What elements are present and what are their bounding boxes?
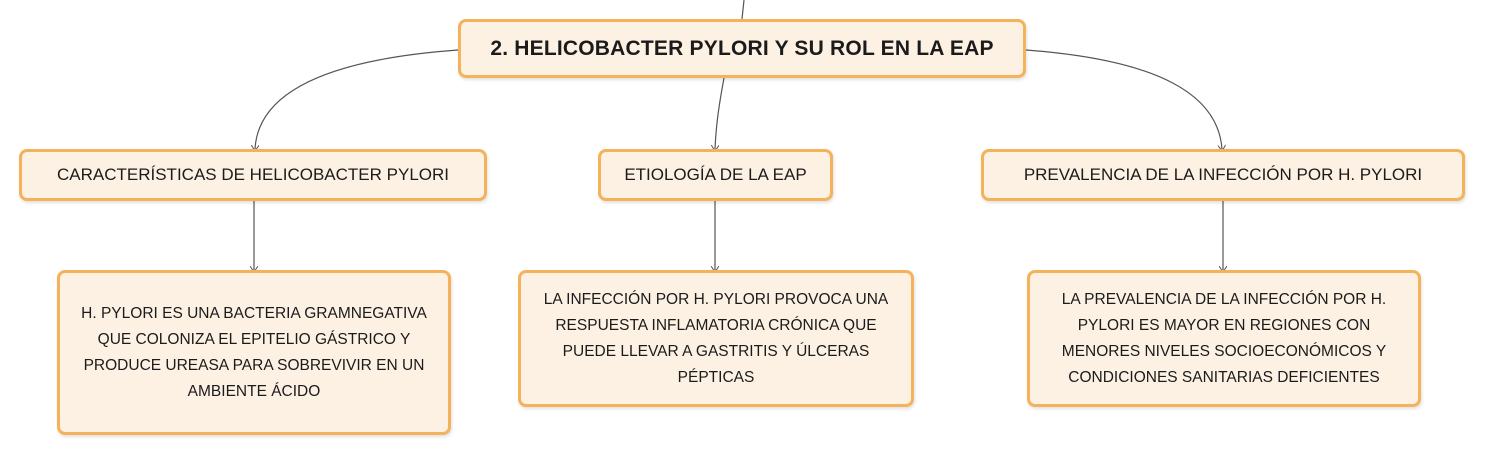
connector-root-to-branch-1 bbox=[255, 49, 459, 149]
detail-caracteristicas[interactable]: H. PYLORI ES UNA BACTERIA GRAMNEGATIVA Q… bbox=[57, 270, 451, 435]
connector-root-to-branch-3 bbox=[1025, 49, 1222, 149]
detail-etiologia[interactable]: LA INFECCIÓN POR H. PYLORI PROVOCA UNA R… bbox=[518, 270, 914, 407]
branch-prevalencia[interactable]: PREVALENCIA DE LA INFECCIÓN POR H. PYLOR… bbox=[981, 149, 1465, 201]
branch-etiologia[interactable]: ETIOLOGÍA DE LA EAP bbox=[598, 149, 833, 201]
root-topic[interactable]: 2. HELICOBACTER PYLORI Y SU ROL EN LA EA… bbox=[458, 19, 1026, 78]
connector-parent-to-root bbox=[741, 0, 745, 20]
connector-root-to-branch-2 bbox=[715, 77, 725, 149]
branch-caracteristicas[interactable]: CARACTERÍSTICAS DE HELICOBACTER PYLORI bbox=[19, 149, 487, 201]
detail-prevalencia[interactable]: LA PREVALENCIA DE LA INFECCIÓN POR H. PY… bbox=[1027, 270, 1421, 407]
